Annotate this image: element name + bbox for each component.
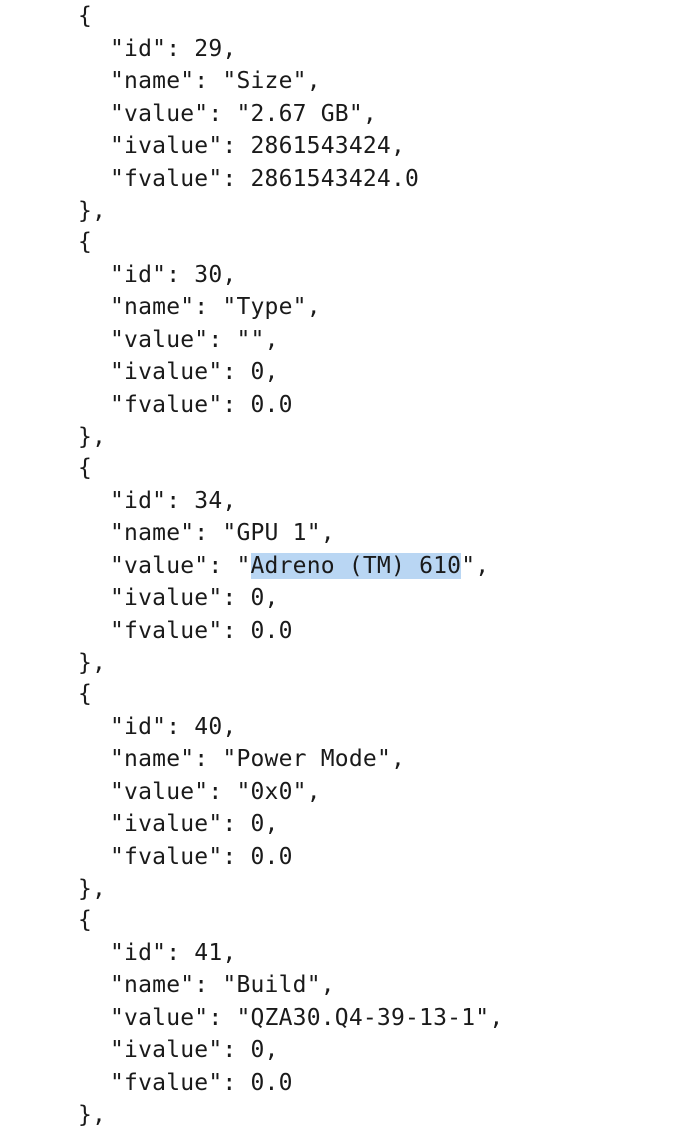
json-property-ivalue: "ivalue": 0, xyxy=(110,359,279,385)
json-key: "value": xyxy=(110,552,237,579)
json-value-fvalue: 0.0 xyxy=(250,617,293,644)
json-key: "fvalue": xyxy=(110,391,251,418)
json-value-ivalue: 0 xyxy=(250,585,265,611)
json-property-ivalue: "ivalue": 0, xyxy=(110,811,279,837)
json-value-name: Power Mode xyxy=(236,746,377,772)
json-close-brace: }, xyxy=(78,1102,107,1128)
json-value-ivalue: 2861543424 xyxy=(250,133,391,159)
json-key: "value": xyxy=(110,326,237,353)
json-property-name: "name": "Type", xyxy=(110,294,321,320)
json-key: "id": xyxy=(110,939,195,966)
json-open-brace: { xyxy=(78,455,93,481)
json-key: "id": xyxy=(110,487,195,514)
json-property-value: "value": "0x0", xyxy=(110,778,321,805)
json-property-name: "name": "Power Mode", xyxy=(110,746,406,772)
json-property-fvalue: "fvalue": 0.0 xyxy=(110,389,293,421)
json-key: "fvalue": xyxy=(110,1069,251,1096)
json-value-ivalue: 0 xyxy=(250,811,265,837)
json-value-id: 34 xyxy=(194,487,223,514)
json-property-id: "id": 30, xyxy=(110,261,237,288)
json-value-name: GPU 1 xyxy=(236,520,307,546)
json-property-id: "id": 41, xyxy=(110,939,237,966)
json-key: "name": xyxy=(110,520,223,546)
json-key: "id": xyxy=(110,35,195,62)
json-value-ivalue: 0 xyxy=(250,359,265,385)
json-property-name: "name": "Build", xyxy=(110,972,335,998)
json-property-name: "name": "Size", xyxy=(110,68,321,94)
json-close-brace: }, xyxy=(78,650,107,676)
json-key: "id": xyxy=(110,713,195,740)
json-close-brace: }, xyxy=(78,424,107,450)
json-value-value: 0x0 xyxy=(250,778,293,805)
json-value-name: Size xyxy=(236,68,293,94)
json-open-brace: { xyxy=(78,229,93,255)
json-value-name: Type xyxy=(236,294,293,320)
json-key: "ivalue": xyxy=(110,585,251,611)
json-value-value: QZA30.Q4-39-13-1 xyxy=(250,1004,476,1031)
json-property-fvalue: "fvalue": 2861543424.0 xyxy=(110,163,419,195)
json-property-value: "value": "", xyxy=(110,326,279,353)
json-key: "id": xyxy=(110,261,195,288)
json-value-fvalue: 0.0 xyxy=(250,391,293,418)
json-key: "ivalue": xyxy=(110,811,251,837)
json-value-id: 41 xyxy=(194,939,223,966)
json-key: "name": xyxy=(110,972,223,998)
json-property-ivalue: "ivalue": 2861543424, xyxy=(110,133,406,159)
json-close-brace: }, xyxy=(78,876,107,902)
json-property-id: "id": 40, xyxy=(110,713,237,740)
json-property-fvalue: "fvalue": 0.0 xyxy=(110,841,293,873)
json-value-fvalue: 0.0 xyxy=(250,843,293,870)
json-property-id: "id": 34, xyxy=(110,487,237,514)
json-property-ivalue: "ivalue": 0, xyxy=(110,1037,279,1063)
json-property-value: "value": "QZA30.Q4-39-13-1", xyxy=(110,1004,504,1031)
json-key: "ivalue": xyxy=(110,1037,251,1063)
selected-text-highlight[interactable]: Adreno (TM) 610 xyxy=(250,552,462,579)
json-value-fvalue: 2861543424.0 xyxy=(250,165,420,192)
json-value-id: 29 xyxy=(194,35,223,62)
json-open-brace: { xyxy=(78,3,93,29)
json-key: "fvalue": xyxy=(110,617,251,644)
json-key: "value": xyxy=(110,100,237,127)
json-value-fvalue: 0.0 xyxy=(250,1069,293,1096)
json-property-fvalue: "fvalue": 0.0 xyxy=(110,615,293,647)
json-key: "name": xyxy=(110,746,223,772)
json-value-id: 30 xyxy=(194,261,223,288)
json-property-value: "value": "2.67 GB", xyxy=(110,100,377,127)
json-value-ivalue: 0 xyxy=(250,1037,265,1063)
json-key: "fvalue": xyxy=(110,165,251,192)
json-property-id: "id": 29, xyxy=(110,35,237,62)
json-value-name: Build xyxy=(236,972,307,998)
json-value-id: 40 xyxy=(194,713,223,740)
json-property-name: "name": "GPU 1", xyxy=(110,520,335,546)
json-open-brace: { xyxy=(78,681,93,707)
json-key: "name": xyxy=(110,68,223,94)
json-key: "ivalue": xyxy=(110,359,251,385)
json-key: "value": xyxy=(110,778,237,805)
json-key: "value": xyxy=(110,1004,237,1031)
json-property-ivalue: "ivalue": 0, xyxy=(110,585,279,611)
json-property-fvalue: "fvalue": 0.0 xyxy=(110,1067,293,1099)
json-open-brace: { xyxy=(78,907,93,933)
json-close-brace: }, xyxy=(78,198,107,224)
json-key: "name": xyxy=(110,294,223,320)
json-value-value: 2.67 GB xyxy=(250,100,349,127)
json-property-value: "value": "Adreno (TM) 610", xyxy=(110,552,490,579)
json-key: "ivalue": xyxy=(110,133,251,159)
json-key: "fvalue": xyxy=(110,843,251,870)
